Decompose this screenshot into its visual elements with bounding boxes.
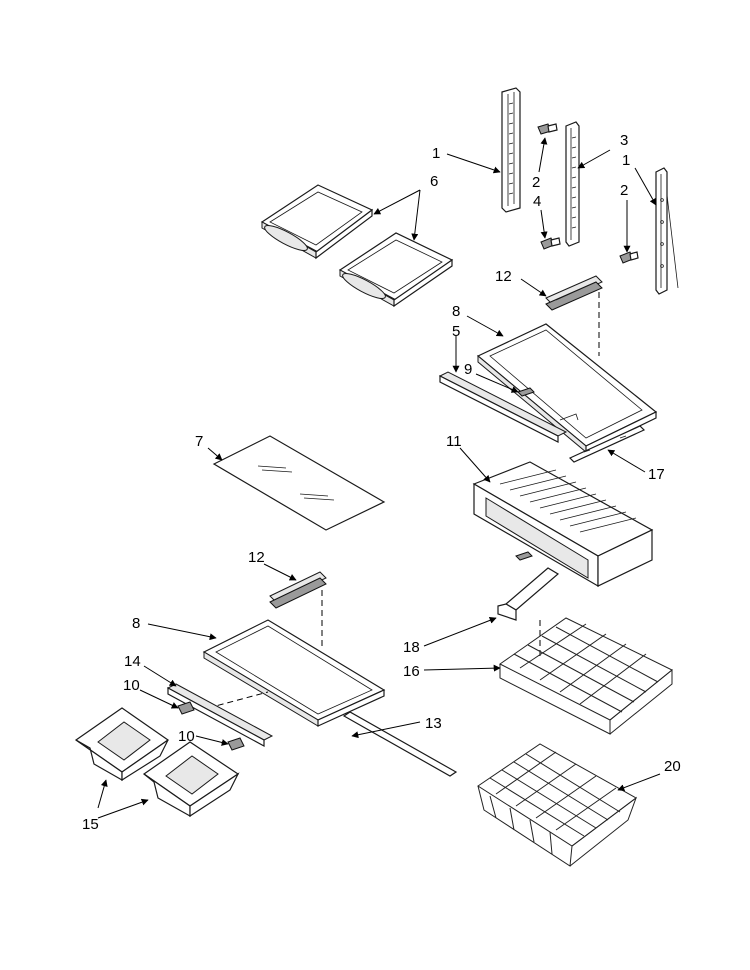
callout-10-clip-lower: 10 <box>178 728 195 745</box>
part-bin-left <box>74 707 170 782</box>
part-screw-lower <box>540 237 561 250</box>
callout-1-right-rail: 1 <box>622 152 630 169</box>
callout-5-front-trim: 5 <box>452 323 460 340</box>
callout-3-center-rail: 3 <box>620 132 628 149</box>
callout-8-upper-frame: 8 <box>452 303 460 320</box>
part-support-bar <box>568 425 646 463</box>
callout-20-large-basket: 20 <box>664 758 681 775</box>
part-wire-basket-upper <box>499 617 673 735</box>
callout-9-bracket: 9 <box>464 361 472 378</box>
part-clip-upper <box>177 701 195 715</box>
callout-11-crisper-drawer: 11 <box>446 433 462 450</box>
part-small-shelf-upper <box>260 184 374 260</box>
callout-14-lower-trim: 14 <box>124 653 141 670</box>
callout-12-lower-slide: 12 <box>248 549 265 566</box>
callout-4-lower-screw: 4 <box>533 193 541 210</box>
part-shelf-bracket <box>517 387 579 421</box>
part-glass-shelf <box>212 435 386 531</box>
part-slide-upper <box>545 275 603 311</box>
callout-13-rod: 13 <box>425 715 442 732</box>
leader-lines <box>97 137 661 819</box>
part-shelf-frame-lower <box>202 619 386 727</box>
callout-18-handle: 18 <box>403 639 420 656</box>
callout-8-lower-frame: 8 <box>132 615 140 632</box>
callout-7-glass-shelf: 7 <box>195 433 203 450</box>
callout-2-upper-screw: 2 <box>532 174 540 191</box>
callout-1-left-rail: 1 <box>432 145 440 162</box>
dash-guide-14-8b <box>207 691 269 709</box>
part-screw-right <box>619 251 639 264</box>
part-screw-upper <box>537 123 558 135</box>
part-slide-lower <box>269 571 327 609</box>
part-shelf-rail-center <box>565 121 580 247</box>
callout-2-right-screw: 2 <box>620 182 628 199</box>
part-small-shelf-lower <box>338 232 454 308</box>
callout-15-bins: 15 <box>82 816 99 833</box>
callout-10-clip-upper: 10 <box>123 677 140 694</box>
part-clip-lower <box>227 737 245 751</box>
part-drawer-handle <box>497 551 560 621</box>
part-front-trim <box>438 371 568 443</box>
part-wire-basket-lower <box>477 743 638 867</box>
part-bin-right <box>142 741 240 818</box>
callout-16-wire-basket: 16 <box>403 663 420 680</box>
part-rod <box>342 711 458 777</box>
callout-6-small-shelves: 6 <box>430 173 438 190</box>
part-shelf-rail-left <box>501 87 521 213</box>
part-shelf-rail-right <box>655 167 679 295</box>
callout-12-upper-slide: 12 <box>495 268 512 285</box>
part-crisper-drawer-upper <box>472 461 654 588</box>
callout-17-support-bar: 17 <box>648 466 665 483</box>
